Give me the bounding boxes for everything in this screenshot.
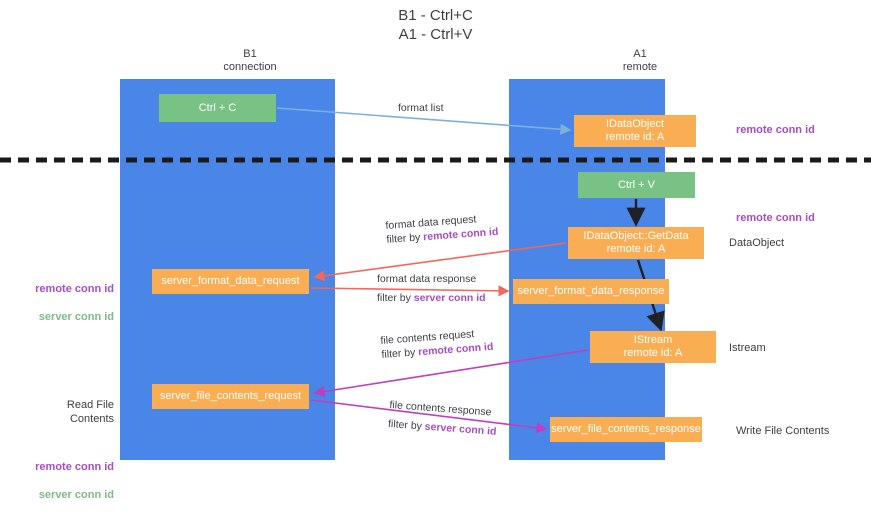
edge-label-format-data-response-text: format data response (377, 273, 477, 285)
annotation-remote-conn-id-left-lower: remote conn id (35, 461, 114, 473)
diagram-canvas: B1 - Ctrl+C A1 - Ctrl+V B1 connection A1… (0, 7, 871, 501)
edge-label-format-data-response: format data response filter by server co… (377, 272, 486, 305)
annotation-write-file-contents: Write File Contents (736, 425, 830, 437)
node-istream[interactable]: IStream remote id: A (590, 331, 716, 363)
node-ctrl-v[interactable]: Ctrl + V (578, 172, 695, 198)
edge-filter-key-fdresp: server conn id (413, 292, 486, 304)
edge-filter-prefix-fdreq: filter by (386, 231, 424, 246)
edge-filter-key-fcreq: remote conn id (417, 340, 494, 359)
edge-label-file-contents-request: file contents request filter by remote c… (380, 326, 494, 362)
annotation-remote-conn-id-top: remote conn id (736, 124, 815, 136)
annotation-server-conn-id-left-upper: server conn id (38, 311, 114, 323)
annotation-server-conn-id-left-lower: server conn id (38, 489, 114, 501)
node-server-file-contents-response[interactable]: server_file_contents_response (550, 417, 702, 442)
edge-label-format-list-text: format list (398, 102, 444, 114)
edge-filter-key-fdreq: remote conn id (422, 225, 499, 244)
annotation-remote-conn-id-left-upper: remote conn id (35, 283, 114, 295)
annotation-read-file-contents: Read File Contents (66, 399, 114, 425)
node-idataobject[interactable]: IDataObject remote id: A (574, 115, 696, 147)
lane-header-a1: A1 remote (622, 48, 658, 73)
node-idataobject-getdata[interactable]: IDataObject::GetData remote id: A (568, 227, 704, 259)
edge-filter-prefix-fcreq: filter by (381, 346, 419, 361)
annotation-istream: Istream (729, 342, 766, 354)
edge-label-format-list: format list (398, 101, 444, 115)
edge-label-file-contents-response: file contents response filter by server … (388, 398, 499, 439)
annotation-conn-ids-upper: remote conn id server conn id (22, 268, 114, 338)
edge-filter-key-fcresp: server conn id (424, 420, 497, 438)
annotation-read-file-contents-group: Read File Contents remote conn id server… (22, 384, 114, 516)
edge-label-format-data-request: format data request filter by remote con… (385, 211, 499, 247)
node-server-format-data-request[interactable]: server_format_data_request (152, 269, 309, 294)
edge-filter-prefix-fcresp: filter by (387, 417, 426, 433)
node-server-format-data-response[interactable]: server_format_data_response (513, 279, 669, 304)
annotation-dataobject: DataObject (729, 237, 785, 249)
annotation-remote-conn-id-mid: remote conn id (736, 212, 815, 224)
page-title: B1 - Ctrl+C A1 - Ctrl+V (398, 7, 473, 43)
node-ctrl-c[interactable]: Ctrl + C (159, 94, 276, 122)
node-server-file-contents-request[interactable]: server_file_contents_request (152, 384, 309, 409)
edge-filter-prefix-fdresp: filter by (377, 292, 414, 304)
lane-header-b1: B1 connection (223, 48, 277, 73)
